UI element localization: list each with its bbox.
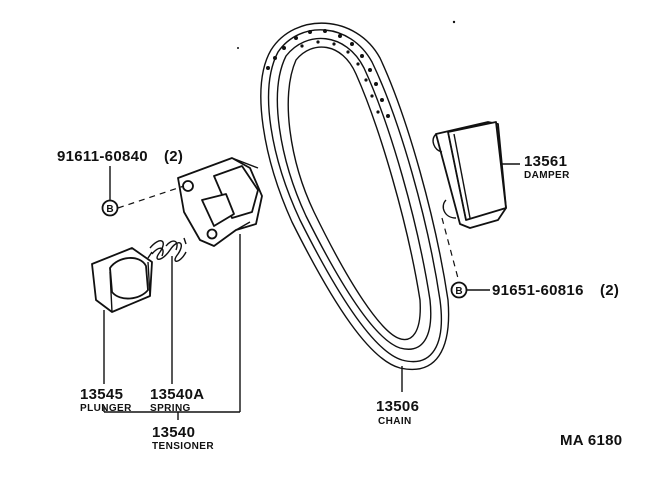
leader-lines [103, 163, 520, 420]
label-chain: 13506 CHAIN [376, 398, 419, 427]
scan-speck [237, 47, 239, 49]
part-name: CHAIN [378, 416, 412, 427]
label-bolt-damper: 91651-60816 (2) [492, 282, 619, 299]
part-number: 91651-60816 [492, 282, 584, 299]
part-quantity: (2) [164, 148, 183, 165]
label-tensioner: 13540 TENSIONER [152, 424, 214, 452]
label-spring: 13540A SPRING [150, 386, 204, 414]
part-number: 91611-60840 [57, 148, 148, 165]
tensioner-body [177, 157, 263, 247]
damper-part [432, 121, 507, 229]
part-number: 13561 [524, 153, 567, 170]
part-number: 13540A [150, 386, 204, 403]
bolt-ref-tensioner: B [106, 204, 113, 215]
bolt-circle-damper: B [450, 281, 468, 299]
timing-chain [260, 22, 450, 371]
label-plunger: 13545 PLUNGER [80, 386, 132, 414]
label-bolt-tensioner: 91611-60840 (2) [57, 148, 183, 165]
part-quantity: (2) [600, 282, 619, 299]
part-name: SPRING [150, 403, 191, 414]
part-name: TENSIONER [152, 441, 214, 452]
bolt-circle-tensioner: B [101, 199, 119, 217]
part-name: PLUNGER [80, 403, 132, 414]
chain-links [266, 29, 390, 118]
scan-speck [452, 20, 456, 24]
part-number: 13540 [152, 424, 195, 441]
bolt-ref-damper: B [455, 286, 462, 297]
diagram-code: MA 6180 [560, 432, 622, 449]
label-damper: 13561 DAMPER [524, 153, 570, 181]
part-number: 13506 [376, 398, 419, 415]
spring-part [147, 237, 187, 262]
plunger-part [91, 247, 153, 313]
part-name: DAMPER [524, 170, 570, 181]
part-number: 13545 [80, 386, 123, 403]
